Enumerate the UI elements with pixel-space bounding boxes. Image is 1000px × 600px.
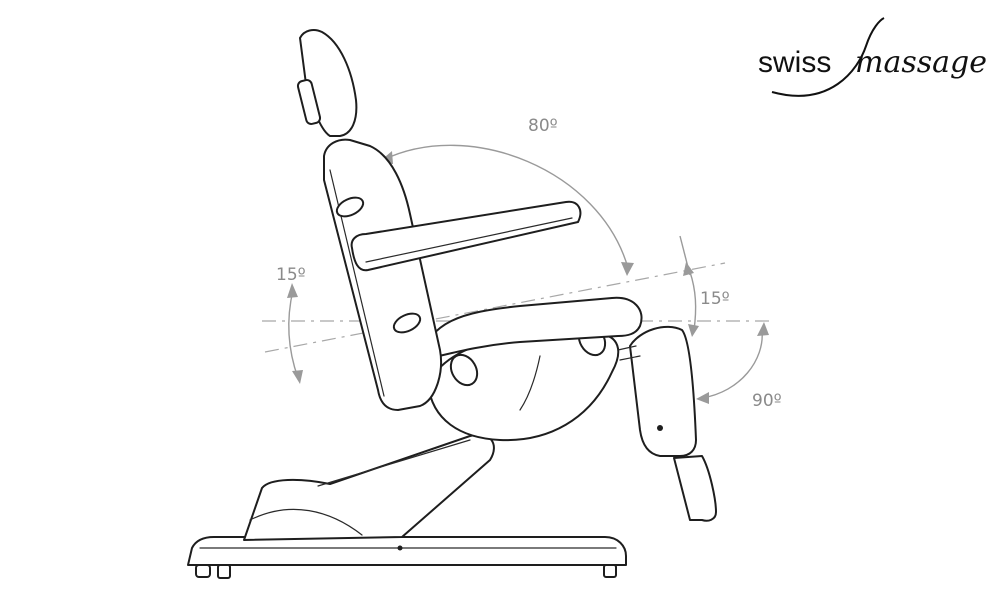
arrowhead-tilt-left-top xyxy=(287,283,298,298)
angle-label-backrest: 80º xyxy=(528,116,558,136)
brand-word-swiss: swiss xyxy=(758,46,831,79)
backrest xyxy=(323,138,442,411)
backrest-motor-lower xyxy=(392,312,422,334)
legrest-angle-arc xyxy=(701,329,763,399)
arrowhead-legrest-bottom xyxy=(696,392,709,404)
brand-logo: swiss massage xyxy=(758,17,987,97)
seat-cushion xyxy=(419,296,643,361)
underbody-contour xyxy=(519,355,541,411)
arrowhead-tilt-right-bottom xyxy=(688,324,699,337)
angle-label-tilt-right: 15º xyxy=(700,289,730,309)
legrest xyxy=(629,325,697,457)
tilt-left-arc xyxy=(288,289,299,379)
arrowhead-legrest-top xyxy=(757,322,769,336)
pedestal-contour xyxy=(249,508,363,536)
base-foot-right xyxy=(603,564,617,578)
tilt-right-arc xyxy=(689,271,697,331)
logo-swoosh xyxy=(771,17,885,97)
chair-base xyxy=(187,536,627,566)
brand-word-massage: massage xyxy=(855,45,987,80)
angle-label-legrest: 90º xyxy=(752,391,782,411)
backrest-motor-upper xyxy=(335,196,365,218)
arrowhead-tilt-left-bottom xyxy=(292,370,303,384)
tilted-reference-line xyxy=(264,262,726,353)
base-screw xyxy=(397,545,403,551)
arrowhead-tilt-right-top xyxy=(683,262,694,276)
seat-motor-left xyxy=(449,353,479,387)
backrest-angle-arc xyxy=(382,144,629,269)
base-foot-left xyxy=(217,564,231,579)
footrest xyxy=(673,455,717,522)
angle-labels: 80º 15º 15º 90º xyxy=(276,116,782,411)
legrest-screw xyxy=(657,425,663,431)
angle-label-tilt-left: 15º xyxy=(276,265,306,285)
headrest-adjuster xyxy=(296,79,322,125)
arrowhead-backrest-bottom xyxy=(621,262,634,276)
chair-illustration xyxy=(187,29,717,579)
chair-pedestal xyxy=(243,433,495,541)
legrest-hinge xyxy=(617,345,641,361)
base-wheel xyxy=(195,564,211,578)
armrest-edge xyxy=(365,217,573,263)
column-edge xyxy=(317,439,471,487)
